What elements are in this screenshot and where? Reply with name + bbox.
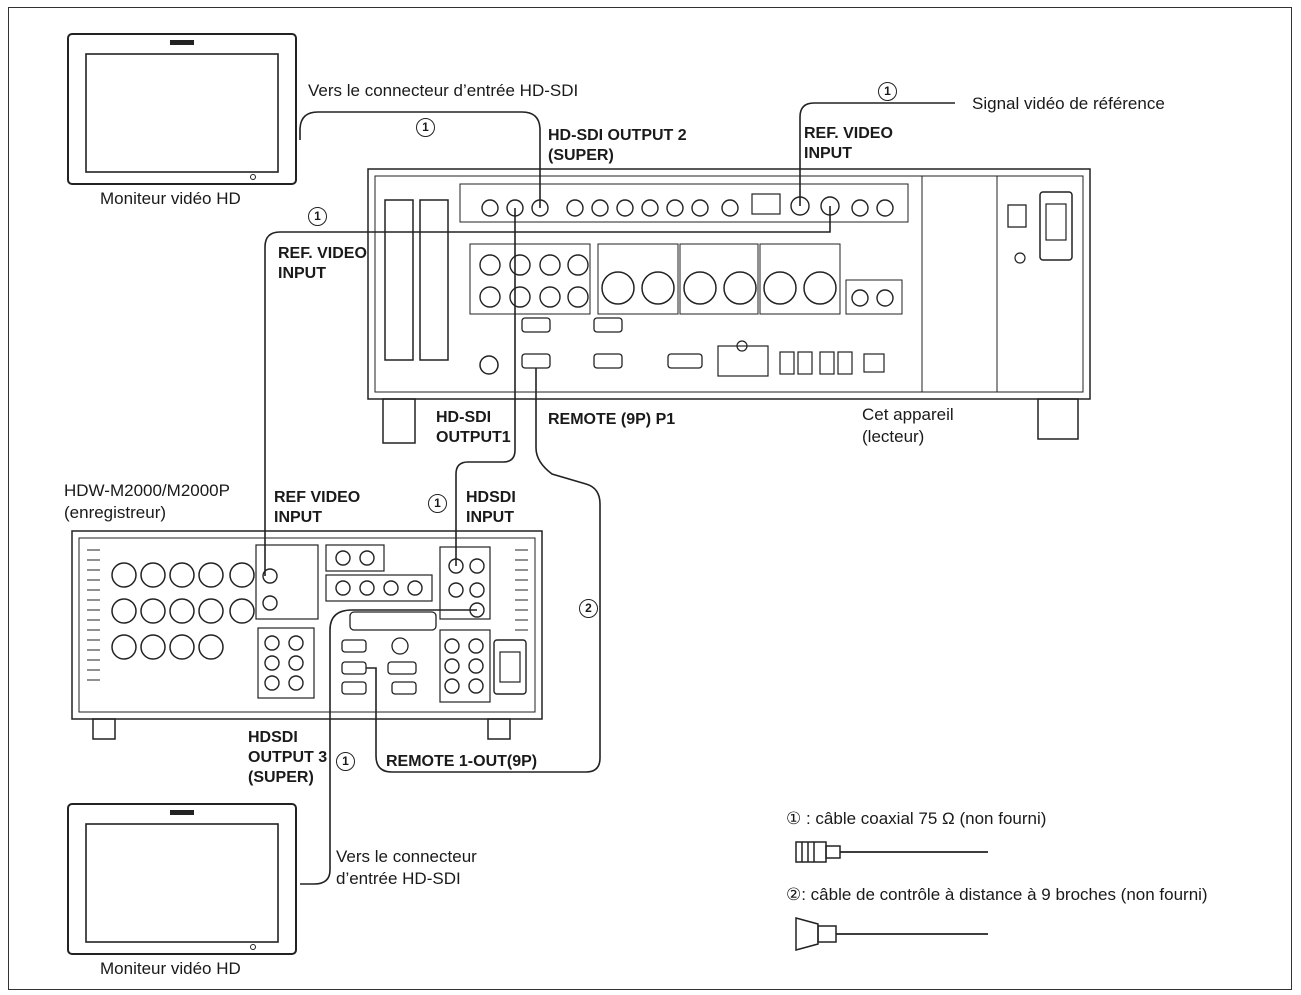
recorder-ref-video-cable-label-2: INPUT [278, 265, 326, 282]
recorder-ref-video-input-label-2: INPUT [274, 509, 322, 526]
monitor-top-caption: Moniteur vidéo HD [100, 189, 241, 208]
recorder-hdsdi-output3-label-2: OUTPUT 3 [248, 749, 328, 766]
legend-coax-cable [795, 841, 988, 863]
recorder-ref-video-cable-label-1: REF. VIDEO [278, 245, 367, 262]
recorder-unit-label-1: HDW-M2000/M2000P [64, 481, 230, 500]
reference-signal-label: Signal vidéo de référence [972, 94, 1165, 113]
player-unit-label-2: (lecteur) [862, 427, 925, 446]
monitor-top [67, 33, 297, 185]
marker-coax-reference: 1 [878, 82, 897, 101]
legend-remote-text: ②: câble de contrôle à distance à 9 broc… [786, 885, 1208, 904]
player-hd-sdi-output1-label-1: HD-SDI [436, 409, 492, 426]
player-hd-sdi-output2-label-1: HD-SDI OUTPUT 2 [548, 127, 687, 144]
monitor-bottom [67, 803, 297, 955]
legend-coax-text: ① : câble coaxial 75 Ω (non fourni) [786, 809, 1047, 828]
recorder-hdsdi-output3-label-1: HDSDI [248, 729, 298, 746]
player-unit [367, 168, 1091, 444]
monitor-bottom-connector-note-1: Vers le connecteur [336, 847, 477, 866]
player-unit-label-1: Cet appareil [862, 405, 954, 424]
marker-coax-hdsdi2: 1 [416, 118, 435, 137]
legend-remote-cable [795, 917, 988, 951]
recorder-ref-video-input-label-1: REF VIDEO [274, 489, 361, 506]
diagram-frame [8, 7, 1292, 990]
player-ref-video-input-label-2: INPUT [804, 145, 852, 162]
player-hd-sdi-output1-label-2: OUTPUT1 [436, 429, 511, 446]
marker-coax-hdsdi-input: 1 [428, 494, 447, 513]
recorder-unit [71, 530, 543, 740]
marker-remote-cable: 2 [579, 599, 598, 618]
recorder-hdsdi-input-label-2: INPUT [466, 509, 514, 526]
marker-coax-ref-video: 1 [308, 207, 327, 226]
monitor-top-connector-note: Vers le connecteur d’entrée HD-SDI [308, 81, 579, 100]
marker-coax-hdsdi-output3: 1 [336, 752, 355, 771]
recorder-remote-port-label: REMOTE 1-OUT(9P) [386, 753, 538, 770]
player-hd-sdi-output2-label-2: (SUPER) [548, 147, 614, 164]
monitor-bottom-caption: Moniteur vidéo HD [100, 959, 241, 978]
monitor-bottom-connector-note-2: d’entrée HD-SDI [336, 869, 461, 888]
recorder-unit-label-2: (enregistreur) [64, 503, 167, 522]
recorder-hdsdi-output3-label-3: (SUPER) [248, 769, 314, 786]
player-ref-video-input-label-1: REF. VIDEO [804, 125, 893, 142]
cables [264, 102, 955, 885]
recorder-hdsdi-input-label-1: HDSDI [466, 489, 516, 506]
player-remote-port-label: REMOTE (9P) P1 [548, 411, 676, 428]
